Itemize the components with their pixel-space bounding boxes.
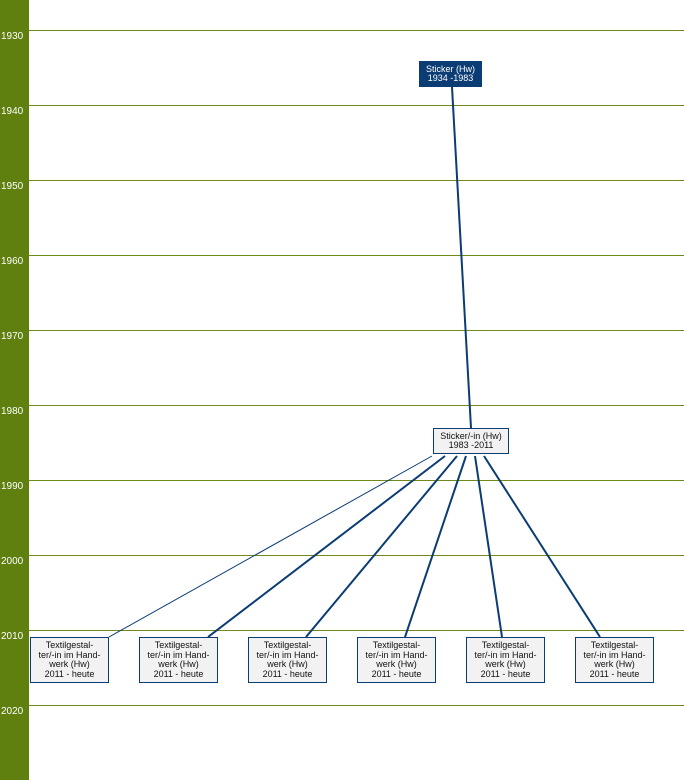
node-text-line: 1934 -1983 [427, 73, 474, 83]
node-text-line: 2011 - heute [589, 668, 640, 679]
grid-line-1990 [29, 480, 684, 481]
grid-line-1980 [29, 405, 684, 406]
node-text-line: 2011 - heute [153, 668, 204, 679]
year-label-2020: 2020 [1, 706, 24, 717]
node-text-line: 2011 - heute [262, 668, 313, 679]
grid-line-1930 [29, 30, 684, 31]
grid-line-1970 [29, 330, 684, 331]
grid-line-2010 [29, 630, 684, 631]
node-text-line: ter/-in im Hand- [474, 649, 537, 660]
node-text-line: werk (Hw) [267, 659, 308, 669]
year-label-1970: 1970 [1, 331, 24, 342]
node-text-line: ter/-in im Hand- [365, 649, 428, 660]
occupation-node-c5[interactable]: Textilgestal-ter/-in im Hand-werk (Hw)20… [466, 637, 545, 683]
grid-line-1940 [29, 105, 684, 106]
occupation-node-n1[interactable]: Sticker (Hw)1934 -1983 [419, 61, 482, 87]
edge-n2-c2 [207, 455, 446, 638]
year-label-1950: 1950 [1, 181, 24, 192]
edge-n2-c4 [404, 455, 467, 638]
grid-line-1950 [29, 180, 684, 181]
edge-n2-c1 [108, 455, 433, 638]
grid-line-2000 [29, 555, 684, 556]
year-label-2010: 2010 [1, 631, 24, 642]
node-text-line: Sticker (Hw) [426, 63, 475, 74]
grid-line-2020 [29, 705, 684, 706]
edge-n1-n2 [451, 86, 472, 429]
node-text-line: Sticker/-in (Hw) [440, 430, 502, 441]
occupation-node-c4[interactable]: Textilgestal-ter/-in im Hand-werk (Hw)20… [357, 637, 436, 683]
node-text-line: Textilgestal- [154, 640, 203, 650]
node-text-line: 2011 - heute [371, 668, 422, 679]
node-text-line: ter/-in im Hand- [256, 649, 319, 660]
node-text-line: 2011 - heute [44, 668, 95, 679]
edge-n2-c3 [305, 455, 458, 638]
node-text-line: Textilgestal- [372, 640, 421, 650]
year-label-1990: 1990 [1, 481, 24, 492]
node-text-line: ter/-in im Hand- [147, 649, 210, 660]
node-text-line: werk (Hw) [594, 659, 635, 669]
occupation-node-c2[interactable]: Textilgestal-ter/-in im Hand-werk (Hw)20… [139, 637, 218, 683]
node-text-line: 2011 - heute [480, 668, 531, 679]
node-text-line: werk (Hw) [376, 659, 417, 669]
node-text-line: werk (Hw) [49, 659, 90, 669]
occupation-node-n2[interactable]: Sticker/-in (Hw)1983 -2011 [433, 428, 509, 454]
occupation-node-c6[interactable]: Textilgestal-ter/-in im Hand-werk (Hw)20… [575, 637, 654, 683]
year-label-1960: 1960 [1, 256, 24, 267]
year-label-2000: 2000 [1, 556, 24, 567]
node-text-line: Textilgestal- [45, 640, 94, 650]
node-text-line: ter/-in im Hand- [583, 649, 646, 660]
edge-n2-c5 [474, 455, 503, 638]
node-text-line: werk (Hw) [485, 659, 526, 669]
year-label-1930: 1930 [1, 31, 24, 42]
timeline-sidebar: 1930 1940 1950 1960 1970 1980 1990 2000 2010 2020 [0, 0, 29, 780]
occupation-node-c3[interactable]: Textilgestal-ter/-in im Hand-werk (Hw)20… [248, 637, 327, 683]
occupation-node-c1[interactable]: Textilgestal-ter/-in im Hand-werk (Hw)20… [30, 637, 109, 683]
grid-line-1960 [29, 255, 684, 256]
year-label-1940: 1940 [1, 106, 24, 117]
node-text-line: Textilgestal- [263, 640, 312, 650]
node-text-line: Textilgestal- [481, 640, 530, 650]
edge-n2-c6 [483, 455, 601, 638]
node-text-line: Textilgestal- [590, 640, 639, 650]
node-text-line: 1983 -2011 [448, 440, 494, 450]
node-text-line: ter/-in im Hand- [38, 649, 101, 660]
year-label-1980: 1980 [1, 406, 24, 417]
node-text-line: werk (Hw) [158, 659, 199, 669]
